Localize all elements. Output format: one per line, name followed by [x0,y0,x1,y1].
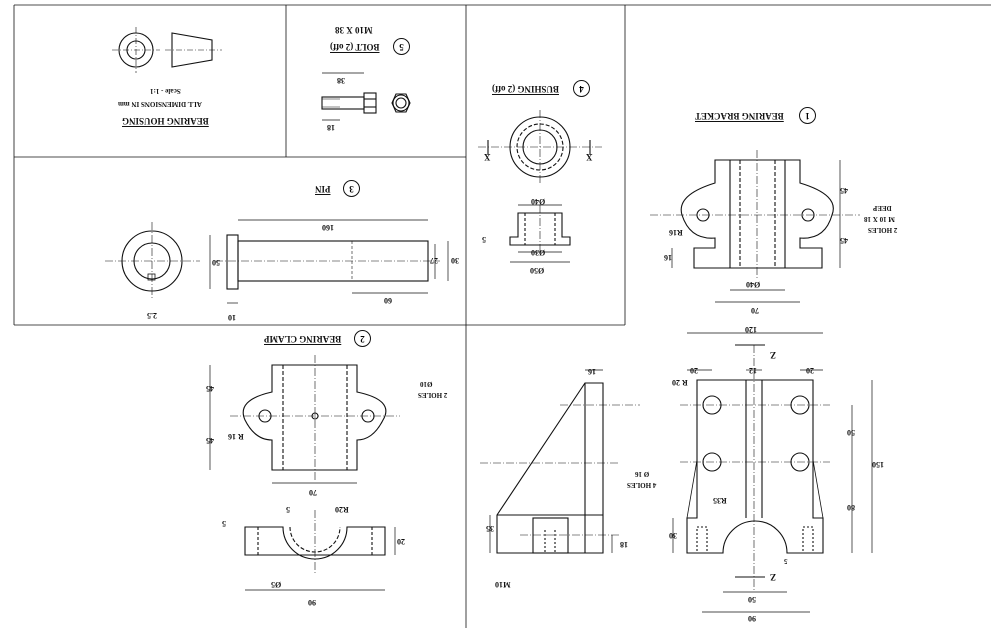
dim-cl-r16: R 16 [228,432,244,441]
cl-holes-line2: Ø10 [420,380,433,388]
part-number-4: 4 [573,80,590,97]
section-z-bottom: Z [770,572,777,582]
part-number-3: 3 [343,180,360,197]
dim-pin-160: 160 [322,223,334,232]
br-holes-line1: 2 HOLES [868,226,898,234]
dim-pin-10: 10 [228,313,236,322]
fv-holes-line2: Ø 16 [635,470,650,478]
bushing-title: BUSHING (2 off) [492,84,559,94]
dim-fv-120: 120 [745,325,757,334]
dim-cl-r20: R20 [335,505,349,514]
bracket-drawing [650,150,860,303]
clamp-drawing [209,355,400,591]
dim-cl-5a: 5 [286,505,290,514]
dim-br-45a: 45 [840,186,848,195]
dim-cl-90: 90 [308,598,316,607]
dim-pin-2-5: 2.5 [147,311,157,320]
section-x-left: X [484,152,491,162]
br-holes-line2: M 10 X 18 [864,215,895,223]
dim-cl-45a: 45 [206,384,214,393]
dim-sv-18: 18 [620,540,628,549]
bolt-spec: M10 X 38 [335,25,373,35]
dim-sv-16: 16 [588,367,596,376]
dim-fv-150: 150 [872,460,884,469]
dim-br-45b: 45 [840,236,848,245]
dim-cl-20: 20 [397,537,405,546]
dim-sv-m10: M10 [495,580,511,589]
dim-bush-5: 5 [482,235,486,244]
dim-bush-30: Ø30 [531,248,546,257]
bolt-drawing [321,72,411,121]
pin-drawing [105,219,449,304]
dim-bush-40: Ø40 [531,197,546,206]
dim-fv-5: 5 [784,557,788,565]
title-symbol [112,27,222,73]
dim-pin-60: 60 [384,296,392,305]
dim-cl-70: 70 [309,488,317,497]
dim-fv-r35: R35 [713,496,727,505]
dim-pin-50: 50 [212,258,220,267]
part-number-2: 2 [354,330,371,347]
dim-fv-20b: 20 [806,366,814,375]
part-number-5: 5 [393,38,410,55]
dim-br-40: Ø40 [746,280,761,289]
dim-fv-80: 80 [847,503,855,512]
pin-title: PIN [315,184,331,194]
housing-title: BEARING HOUSING [122,116,209,126]
dim-cl-50: Ø5 [271,580,282,589]
section-z-top: Z [770,350,777,360]
bushing-drawing [478,110,602,263]
dim-bush-50: Ø50 [530,266,545,275]
dim-bolt-38: 38 [337,76,345,85]
dim-fv-90: 90 [748,614,756,623]
dim-fv-20a: 20 [690,366,698,375]
dim-br-16: 16 [664,253,672,262]
cl-holes-line1: 2 HOLES [418,391,448,399]
bracket-side-view [480,369,640,554]
dim-fv-r20: R 20 [672,378,688,387]
clamp-title: BEARING CLAMP [264,334,342,344]
scale-note: Scale - 1:1 [150,87,181,95]
dimensions-note: ALL DIMENSIONS IN mm [118,100,202,108]
br-holes-line3: DEEP [873,204,892,212]
section-x-right: X [586,152,593,162]
dim-cl-45b: 45 [206,436,214,445]
bracket-front-view [672,332,873,613]
dim-pin-27: 27 [430,256,438,265]
fv-holes-line1: 4 HOLES [627,481,657,489]
bolt-title: BOLT (2 off) [330,42,380,52]
bracket-title: BEARING BRACKET [695,111,784,121]
part-number-1: 1 [799,107,816,124]
dim-sv-35: 35 [486,524,494,533]
dim-fv-30: 30 [669,531,677,540]
dim-cl-5b: 5 [222,519,226,528]
dim-fv-50: 50 [847,428,855,437]
dim-pin-30: 30 [451,256,459,265]
dim-bolt-18: 18 [327,123,335,132]
dim-fv-12: 12 [749,366,757,375]
dim-br-r16: R16 [669,228,683,237]
dim-fv-50b: 50 [748,595,756,604]
dim-br-70: 70 [751,306,759,315]
